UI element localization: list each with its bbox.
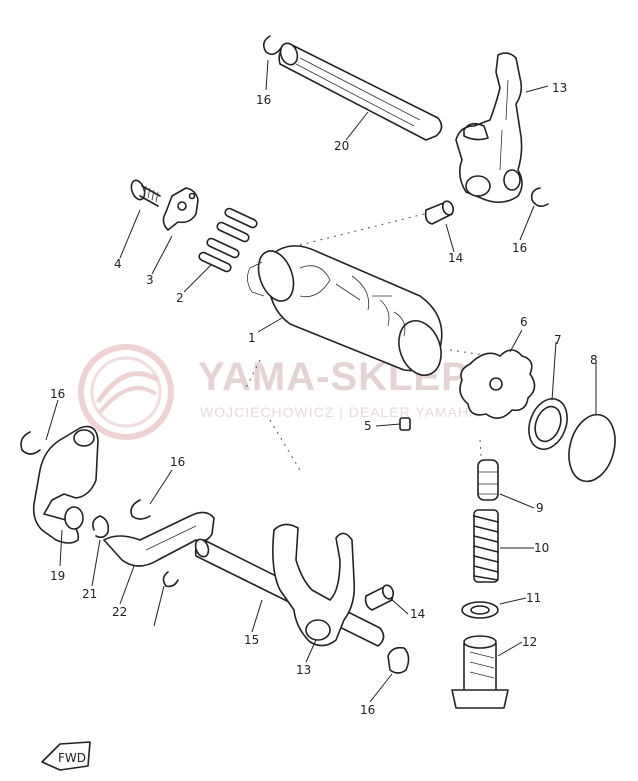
label-part-13-bottom: 13 — [296, 663, 311, 677]
fwd-label: FWD — [58, 751, 86, 765]
label-part-13-top: 13 — [552, 81, 567, 95]
part-13-fork-bottom — [272, 523, 356, 647]
part-3-segment — [162, 187, 199, 231]
label-part-10: 10 — [534, 541, 549, 555]
label-part-19: 19 — [50, 569, 65, 583]
label-part-1: 1 — [248, 331, 256, 345]
circlip-top-right — [530, 187, 549, 208]
label-part-17: 20 — [334, 139, 349, 153]
part-11-washer — [461, 601, 499, 619]
part-20-clip — [92, 515, 110, 539]
label-part-6: 6 — [520, 315, 528, 329]
circlip-top-left — [262, 35, 282, 56]
part-14-pin-top — [424, 200, 455, 225]
label-part-8: 8 — [590, 353, 598, 367]
part-9-stopper — [477, 459, 499, 501]
fwd-arrow-icon — [41, 741, 91, 771]
part-4-screw — [130, 179, 161, 207]
label-part-21: 22 — [112, 605, 127, 619]
label-part-14-top: 14 — [448, 251, 463, 265]
label-part-16-left-mid: 16 — [170, 455, 185, 469]
label-part-20: 21 — [82, 587, 97, 601]
part-7-ring — [528, 398, 568, 450]
watermark-logo — [78, 344, 174, 440]
label-part-5: 5 — [364, 419, 372, 433]
part-17-shaft — [278, 42, 443, 141]
label-part-16-left-upper: 16 — [50, 387, 65, 401]
label-part-15: 15 — [244, 633, 259, 647]
part-2-pins — [198, 207, 258, 273]
part-1-drum — [247, 245, 443, 376]
part-14-pin-bottom — [364, 584, 395, 611]
label-part-4: 4 — [114, 257, 122, 271]
part-12-bolt — [451, 635, 509, 709]
label-part-14-bottom: 14 — [410, 607, 425, 621]
circlip-left-upper — [20, 431, 41, 455]
part-16-roller-bottom — [387, 646, 410, 674]
part-22-clip — [162, 571, 179, 588]
label-part-16-bottom: 16 — [360, 703, 375, 717]
label-part-16-top-left: 16 — [256, 93, 271, 107]
part-10-spring — [473, 509, 499, 583]
label-part-3: 3 — [146, 273, 154, 287]
leader-lines — [45, 59, 597, 703]
part-13-fork-top — [455, 52, 523, 204]
label-part-16-top-right: 16 — [512, 241, 527, 255]
label-part-2: 2 — [176, 291, 184, 305]
part-5-pin — [399, 417, 411, 431]
part-19-lever — [32, 425, 99, 544]
label-part-12: 12 — [522, 635, 537, 649]
label-part-9: 9 — [536, 501, 544, 515]
label-part-11: 11 — [526, 591, 541, 605]
label-part-7: 7 — [554, 333, 562, 347]
part-21-arm — [103, 511, 215, 567]
watermark-tagline: WOJCIECHOWICZ | DEALER YAMAHA — [200, 404, 479, 420]
part-8-cover — [568, 413, 616, 483]
circlip-left-mid — [130, 499, 151, 520]
